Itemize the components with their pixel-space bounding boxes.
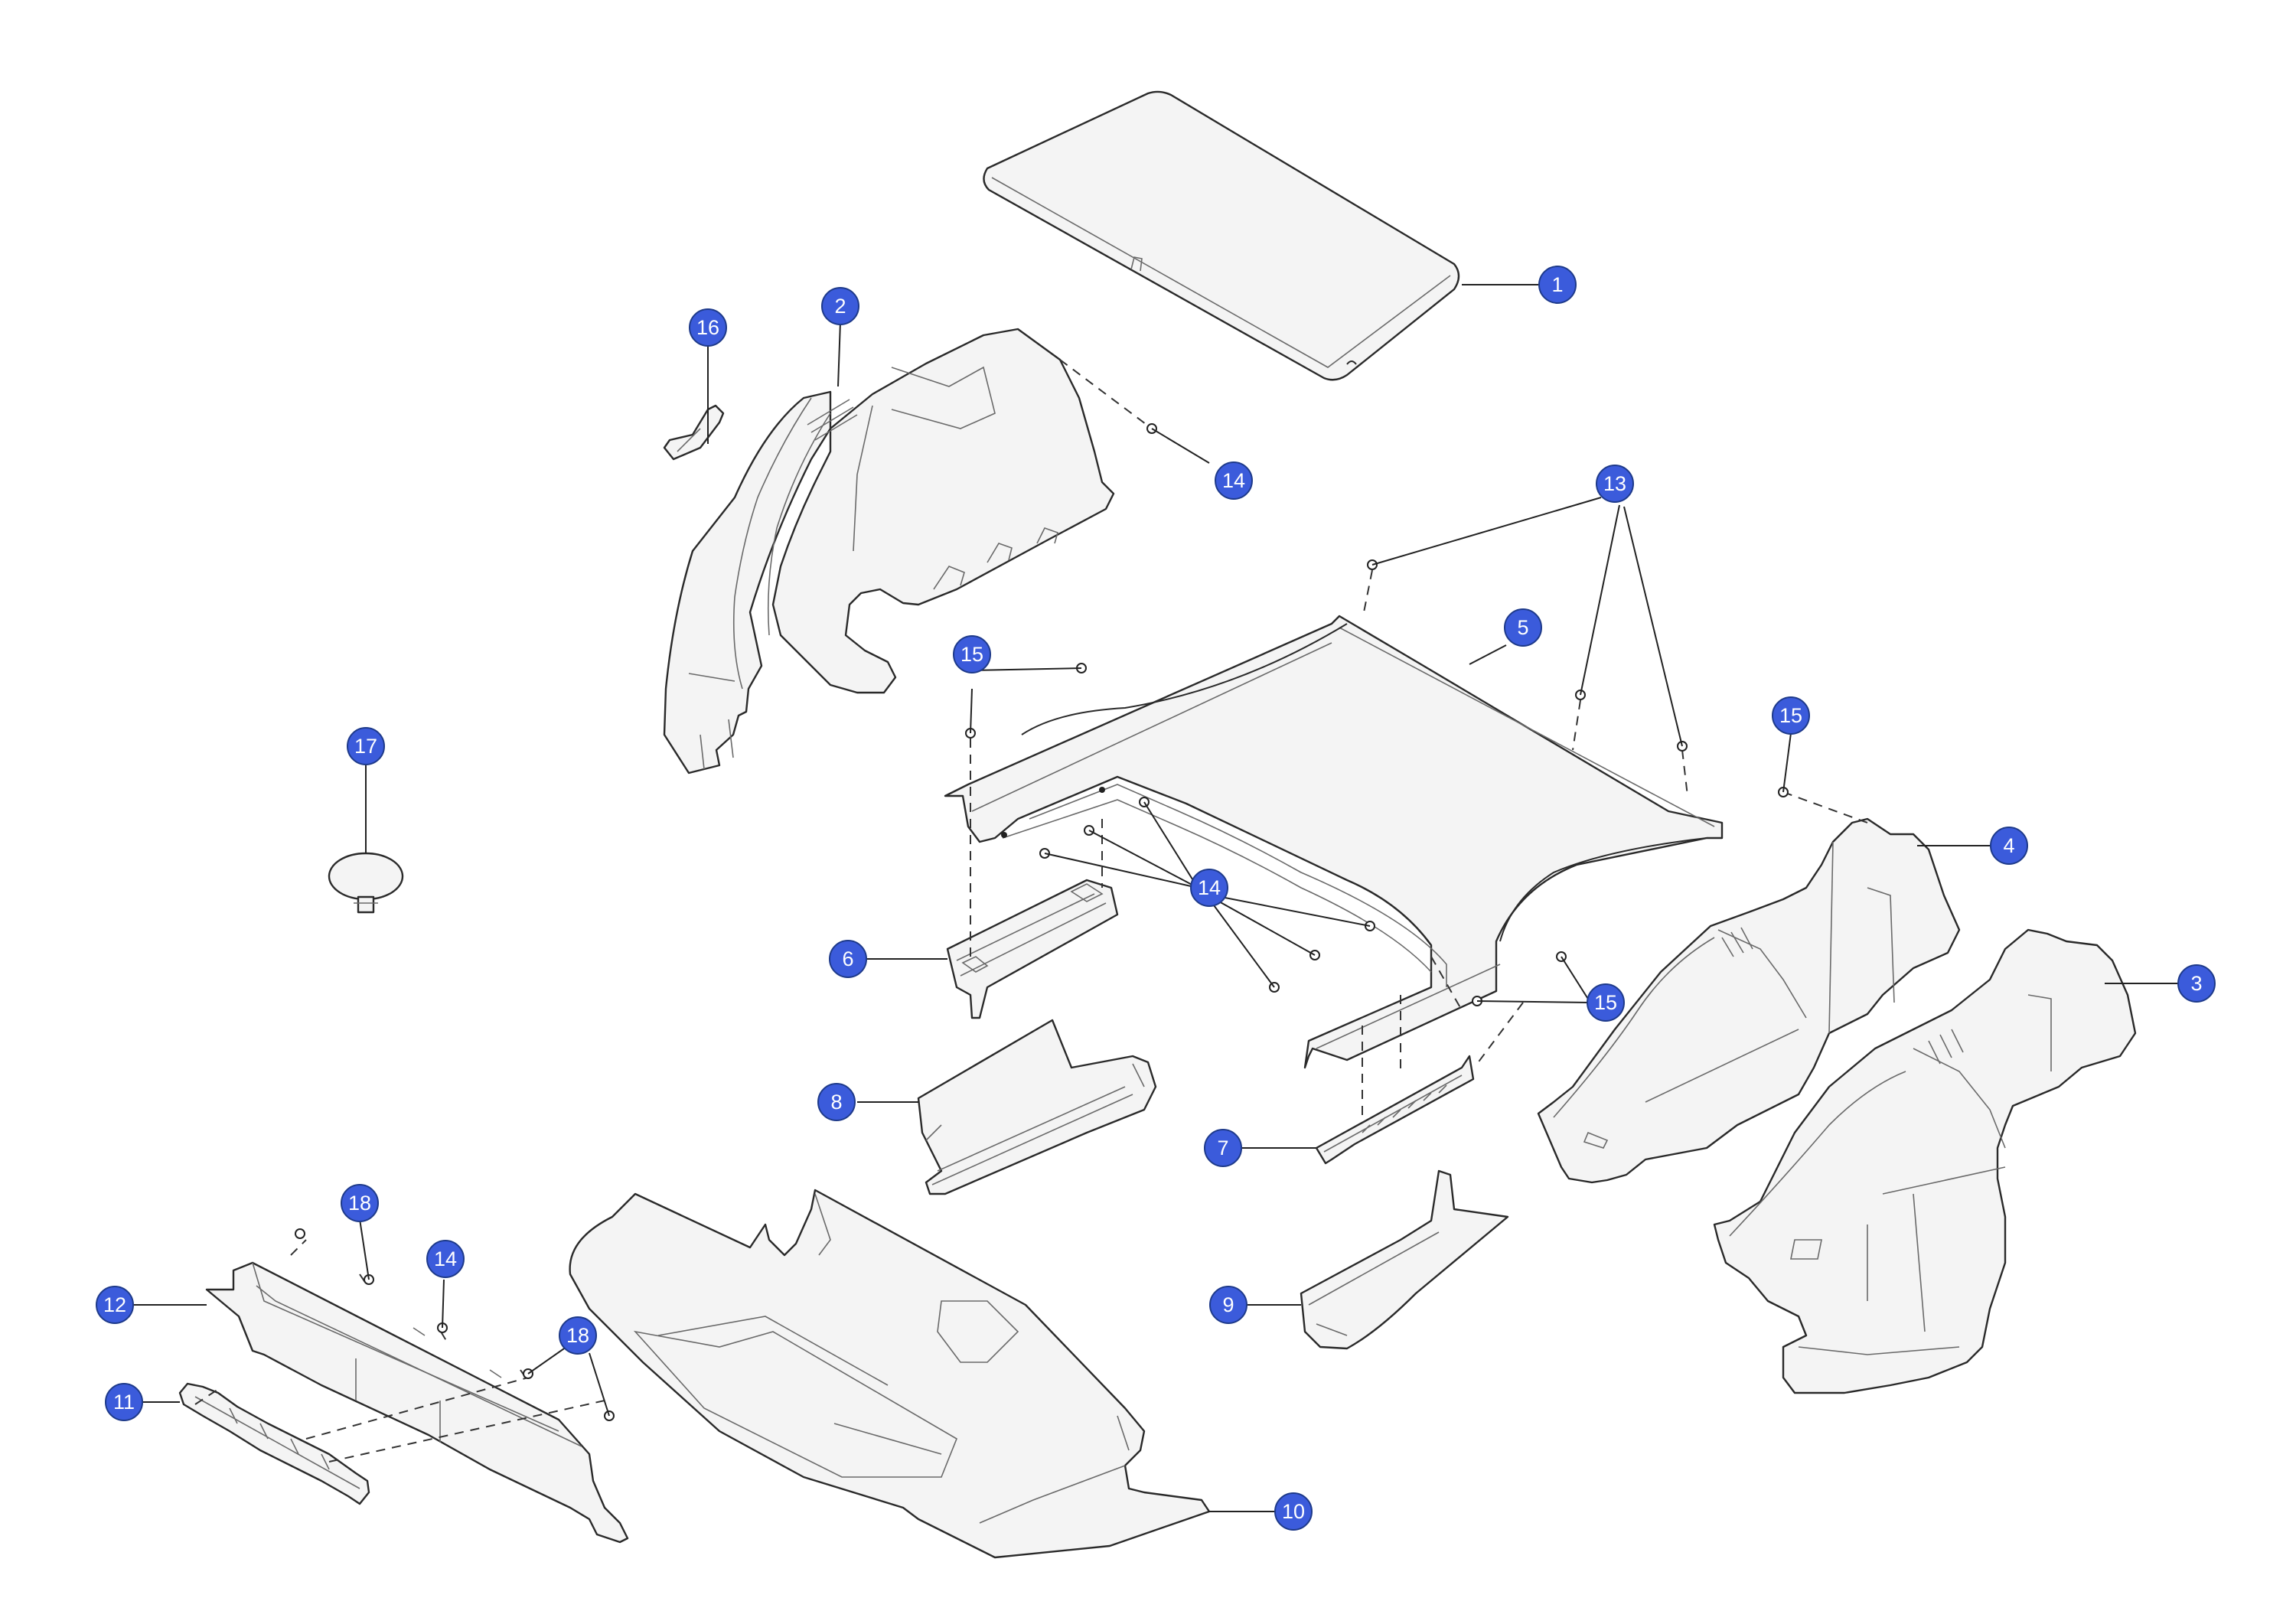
part-10-floor-mat xyxy=(569,1189,1211,1559)
callout-4: 4 xyxy=(1990,827,2028,865)
part-2-left-quarter-trim xyxy=(663,328,1115,774)
callout-number: 12 xyxy=(103,1293,126,1316)
callout-15: 15 xyxy=(953,635,991,673)
callout-circle xyxy=(1215,461,1253,500)
callout-circle xyxy=(341,1184,379,1222)
callout-number: 11 xyxy=(113,1391,135,1414)
callout-14: 14 xyxy=(426,1240,465,1278)
callout-circle xyxy=(426,1240,465,1278)
callout-circle xyxy=(1204,1129,1242,1167)
callout-14: 14 xyxy=(1215,461,1253,500)
callout-circle xyxy=(105,1383,143,1421)
callout-number: 6 xyxy=(842,947,853,970)
alignment-lines xyxy=(194,359,1868,1463)
callout-9: 9 xyxy=(1209,1286,1247,1324)
callout-15: 15 xyxy=(1587,983,1625,1022)
fastener xyxy=(295,1228,305,1239)
callout-number: 14 xyxy=(1222,469,1245,492)
callout-circle xyxy=(2177,964,2216,1003)
callout-circle xyxy=(1596,465,1634,503)
callout-circle xyxy=(1504,608,1542,647)
callout-number: 1 xyxy=(1551,273,1563,296)
part-6-bracket xyxy=(946,879,1119,1019)
callout-6: 6 xyxy=(829,940,867,978)
callout-5: 5 xyxy=(1504,608,1542,647)
callout-number: 4 xyxy=(2003,834,2014,857)
callout-number: 17 xyxy=(354,735,377,758)
callout-circle xyxy=(1274,1492,1313,1531)
callout-1: 1 xyxy=(1538,266,1577,304)
callout-number: 18 xyxy=(566,1324,589,1347)
leader-lines xyxy=(134,284,2177,1512)
callout-17: 17 xyxy=(347,727,385,765)
callout-number: 2 xyxy=(834,295,846,318)
callout-circle xyxy=(1587,983,1625,1022)
callout-circle xyxy=(1190,869,1228,907)
part-4-right-quarter-trim xyxy=(1537,817,1961,1184)
callout-18: 18 xyxy=(341,1184,379,1222)
callout-18: 18 xyxy=(559,1316,597,1355)
part-17-push-clip xyxy=(328,852,404,914)
callout-number: 8 xyxy=(830,1091,842,1114)
callout-number: 10 xyxy=(1282,1500,1305,1523)
callout-circle xyxy=(1209,1286,1247,1324)
callout-circle xyxy=(953,635,991,673)
callout-circle xyxy=(96,1286,134,1324)
callout-number: 14 xyxy=(1198,876,1221,899)
callout-8: 8 xyxy=(817,1083,856,1121)
part-16-bracket xyxy=(663,404,725,461)
callout-circle xyxy=(1538,266,1577,304)
callout-3: 3 xyxy=(2177,964,2216,1003)
callout-number: 7 xyxy=(1217,1136,1228,1159)
callout-circle xyxy=(347,727,385,765)
callout-circle xyxy=(829,940,867,978)
callout-2: 2 xyxy=(821,287,859,325)
part-12-sill-trim xyxy=(205,1261,629,1544)
callout-10: 10 xyxy=(1274,1492,1313,1531)
callout-number: 15 xyxy=(1594,991,1617,1014)
callout-number: 3 xyxy=(2190,972,2202,995)
callout-number: 15 xyxy=(960,643,983,666)
callout-16: 16 xyxy=(689,308,727,347)
callout-13: 13 xyxy=(1596,465,1634,503)
callout-circle xyxy=(1772,696,1810,735)
part-9-side-trim xyxy=(1300,1169,1509,1350)
callout-12: 12 xyxy=(96,1286,134,1324)
callout-14: 14 xyxy=(1190,869,1228,907)
part-8-side-trim xyxy=(917,1019,1157,1195)
callout-7: 7 xyxy=(1204,1129,1242,1167)
callout-number: 5 xyxy=(1517,616,1528,639)
part-7-bracket xyxy=(1315,1055,1475,1165)
callout-number: 9 xyxy=(1222,1293,1234,1316)
callout-15: 15 xyxy=(1772,696,1810,735)
part-5-trunk-floor xyxy=(944,615,1724,1069)
callout-circle xyxy=(689,308,727,347)
part-11-bracket xyxy=(178,1382,370,1505)
callout-number: 14 xyxy=(434,1247,457,1270)
callout-number: 18 xyxy=(348,1192,371,1215)
callout-circle xyxy=(1990,827,2028,865)
part-3-right-quarter-trim xyxy=(1713,928,2137,1394)
callout-11: 11 xyxy=(105,1383,143,1421)
part-1-cover-panel xyxy=(983,90,1460,381)
callout-number: 15 xyxy=(1779,704,1802,727)
callout-number: 13 xyxy=(1603,472,1626,495)
callout-circle xyxy=(821,287,859,325)
callout-circle xyxy=(559,1316,597,1355)
callout-circle xyxy=(817,1083,856,1121)
callout-number: 16 xyxy=(696,316,719,339)
